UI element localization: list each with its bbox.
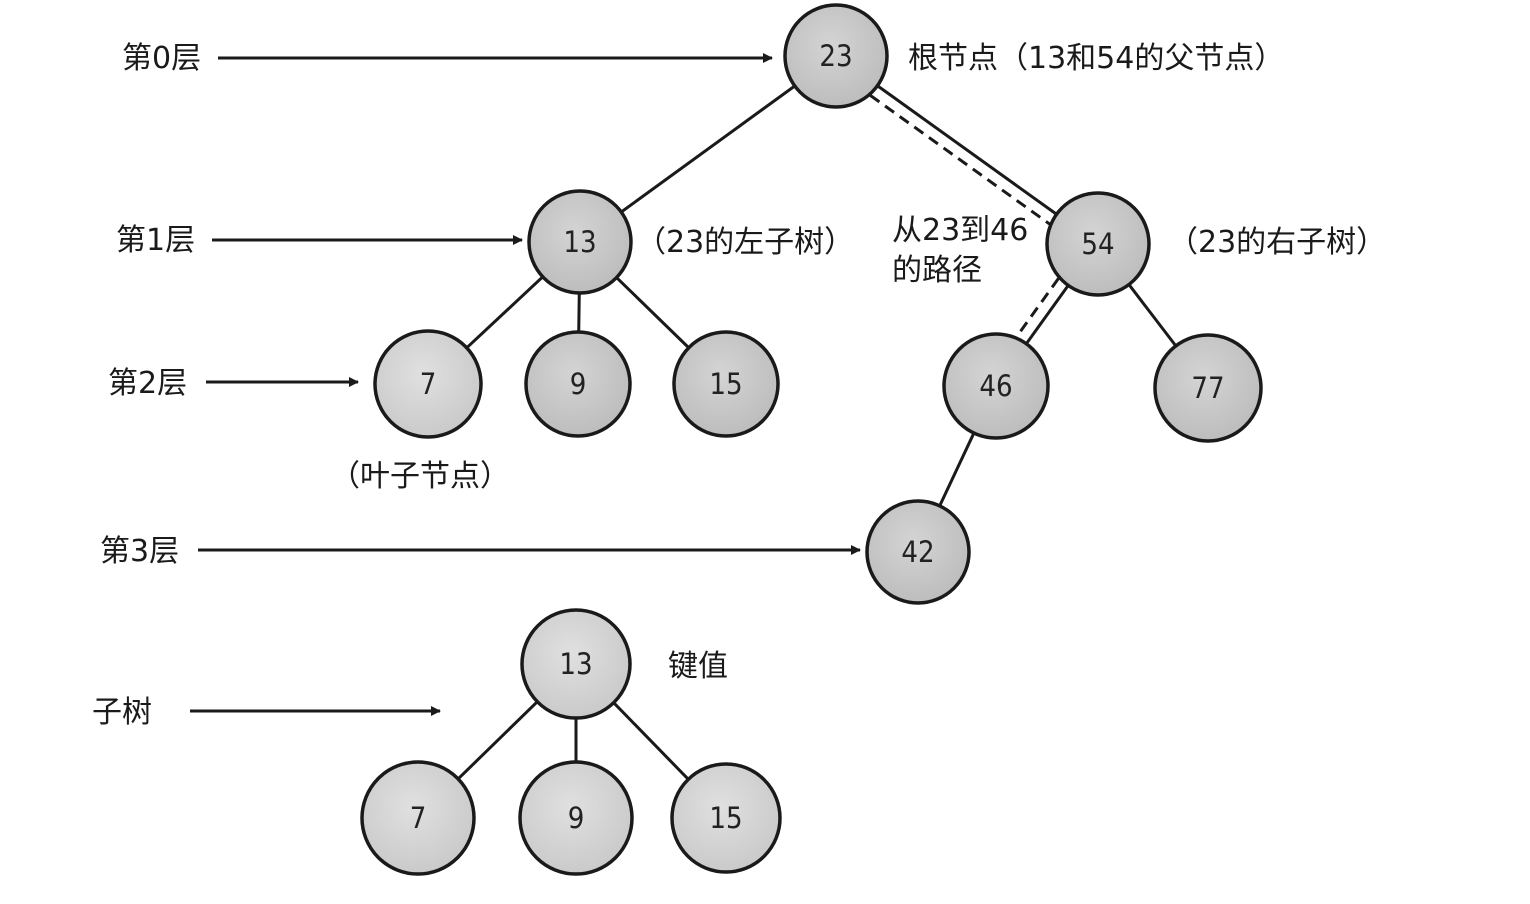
node-circle [373, 329, 483, 439]
node-circle [865, 499, 971, 605]
s13-s15 [612, 701, 690, 781]
node-key: 54 [1081, 227, 1114, 261]
node-circle [672, 330, 780, 438]
tree-node-15: 15 [670, 762, 782, 874]
level1-label: 第1层 [116, 223, 195, 258]
node-key: 15 [709, 801, 742, 835]
node-circle [527, 189, 633, 295]
tree-node-9: 9 [518, 760, 634, 876]
path-23-to-46 [869, 94, 1060, 338]
n54-n46 [1025, 284, 1070, 345]
tree-node-23: 23 [783, 3, 889, 109]
nodes-layer: 23 13 54 7 9 15 46 77 42 13 7 9 15 [360, 3, 1263, 876]
level0-label: 第0层 [122, 41, 201, 76]
node-key: 13 [563, 225, 596, 259]
tree-node-42: 42 [865, 499, 971, 605]
node-circle [783, 3, 889, 109]
node-key: 9 [570, 367, 587, 401]
node-circle [1045, 191, 1151, 297]
node-key: 15 [709, 367, 742, 401]
subtree-label: 子树 [92, 695, 152, 730]
tree-node-46: 46 [942, 332, 1050, 440]
path-segment-n23-n54 [869, 94, 1051, 226]
node-key: 9 [568, 801, 585, 835]
n54-n77 [1127, 283, 1178, 347]
node-circle [360, 760, 476, 876]
node-key: 7 [420, 367, 437, 401]
tree-node-7: 7 [373, 329, 483, 439]
node-circle [520, 608, 632, 720]
path-note-line2: 的路径 [892, 253, 982, 288]
node-key: 77 [1191, 371, 1224, 405]
left-subtree-note: （23的左子树） [636, 225, 854, 260]
key-value-note: 键值 [668, 649, 728, 684]
tree-node-15: 15 [672, 330, 780, 438]
node-key: 13 [559, 647, 592, 681]
node-key: 46 [979, 369, 1012, 403]
leaf-note: （叶子节点） [330, 459, 510, 494]
level3-label: 第3层 [100, 534, 179, 569]
path-segment-n54-n46 [1015, 277, 1060, 338]
tree-node-54: 54 [1045, 191, 1151, 297]
node-circle [518, 760, 634, 876]
n23-n13 [620, 84, 796, 214]
tree-node-13: 13 [527, 189, 633, 295]
edges-layer [457, 84, 1178, 781]
s13-s7 [457, 700, 539, 780]
n23-n54 [876, 84, 1058, 216]
node-circle [524, 330, 632, 438]
root-note: 根节点（13和54的父节点） [908, 41, 1284, 76]
n13-n15 [615, 276, 690, 349]
n13-n9 [577, 292, 581, 333]
node-circle [942, 332, 1050, 440]
tree-node-77: 77 [1153, 333, 1263, 443]
node-circle [670, 762, 782, 874]
n46-n42 [938, 432, 976, 507]
node-key: 7 [410, 801, 427, 835]
labels: 第0层 第1层 第2层 第3层 子树 根节点（13和54的父节点） （23的左子… [92, 41, 1386, 730]
n13-n7 [465, 275, 544, 349]
tree-node-9: 9 [524, 330, 632, 438]
level2-label: 第2层 [108, 366, 187, 401]
node-circle [1153, 333, 1263, 443]
level-arrows [190, 53, 861, 716]
node-key: 23 [819, 39, 852, 73]
tree-node-13: 13 [520, 608, 632, 720]
node-key: 42 [901, 535, 934, 569]
right-subtree-note: （23的右子树） [1168, 225, 1386, 260]
path-note-line1: 从23到46 [892, 213, 1028, 248]
tree-node-7: 7 [360, 760, 476, 876]
